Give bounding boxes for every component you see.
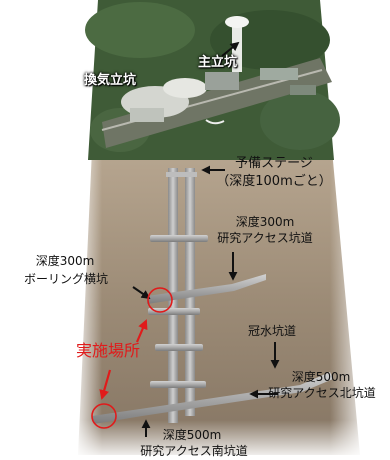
implementation-site-label: 実施場所 [76, 341, 141, 360]
south-500m-depth-label: 深度500m [162, 428, 222, 442]
reserve-stage-450m [150, 381, 206, 388]
rock-fade-left [72, 150, 102, 460]
site-arrow-500m [99, 369, 112, 400]
north-500m-label: 研究アクセス北坑道 [268, 386, 376, 400]
site-circle-300m [147, 287, 173, 313]
ventilation-shaft-label: 換気立坑 [84, 73, 137, 88]
arrow-main-shaft [221, 41, 240, 57]
boring-300m-label: ボーリング横坑 [23, 272, 108, 286]
submerge-gallery-label: 冠水坑道 [247, 324, 296, 338]
site-arrow-300m [135, 319, 148, 343]
site-circle-500m [91, 403, 117, 429]
rock-fade-right [330, 150, 370, 460]
shaft-top-connector [166, 172, 197, 177]
gallery-300m-depth-label: 深度300m [235, 215, 295, 229]
rock-section [78, 150, 360, 455]
arrow-boring-300m [132, 286, 151, 300]
reserve-stage-depth-label: （深度100mごと） [216, 174, 332, 189]
rock-fade-bottom [70, 420, 370, 460]
gallery-300m-label: 研究アクセス坑道 [217, 231, 313, 245]
reserve-stage-350m [148, 308, 200, 315]
reserve-stage-label: 予備ステージ [235, 156, 313, 171]
reserve-stage-100m [150, 235, 208, 242]
north-500m-depth-label: 深度500m [291, 370, 351, 384]
gallery-300m [147, 274, 266, 304]
reserve-stage-400m [155, 344, 203, 351]
boring-300m-depth-label: 深度300m [35, 254, 95, 268]
main-shaft-label: 主立坑 [198, 55, 238, 70]
aerial-photo [85, 0, 340, 160]
gallery-500m [92, 372, 333, 424]
south-500m-label: 研究アクセス南坑道 [140, 444, 248, 458]
